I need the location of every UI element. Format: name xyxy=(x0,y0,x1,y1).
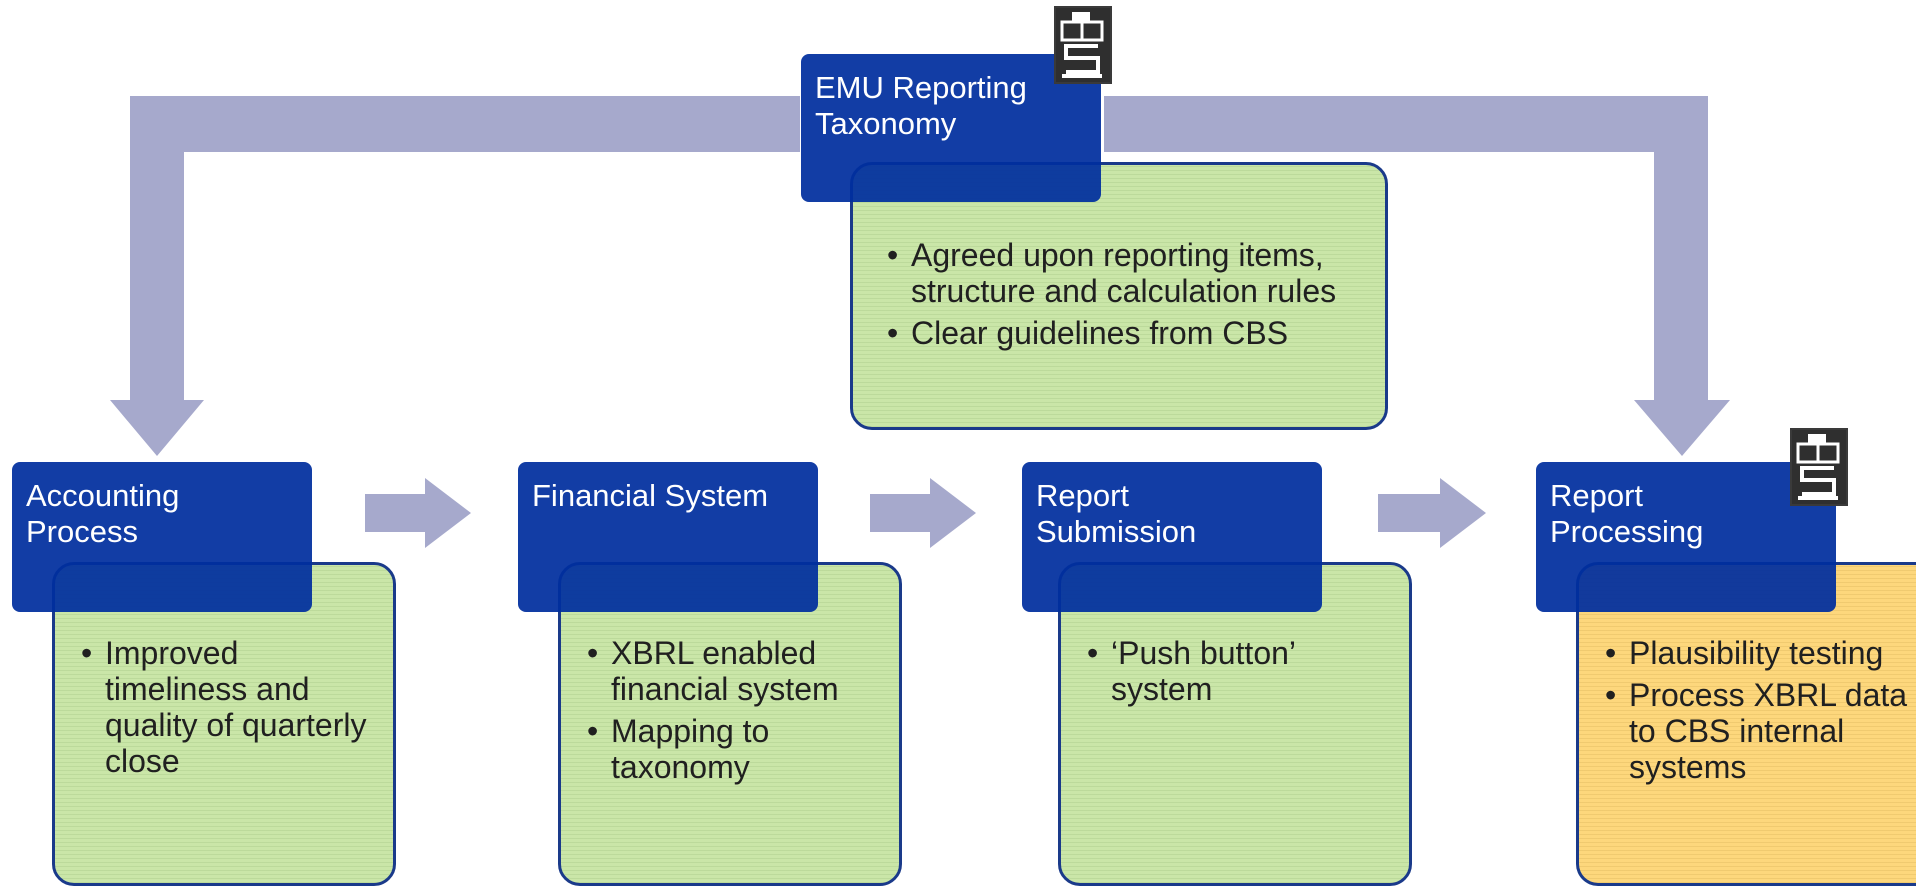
cbs-logo-icon xyxy=(1790,428,1848,506)
processing-title-line1: Report xyxy=(1550,478,1644,513)
financial-bullet: • Mapping to taxonomy xyxy=(587,713,770,785)
report-processing-details-box: • Plausibility testing • Process XBRL da… xyxy=(1576,562,1916,886)
accounting-title-line1: Accounting xyxy=(26,478,180,513)
taxonomy-bullet: • Clear guidelines from CBS xyxy=(887,315,1289,351)
accounting-process-details-box: • Improved timeliness and quality of qua… xyxy=(52,562,396,886)
accounting-process-header: Accounting Process xyxy=(12,462,312,612)
submission-bullet: • ‘Push button’ system xyxy=(1087,635,1295,707)
submission-title-line2: Submission xyxy=(1036,514,1197,549)
flow-arrow-2 xyxy=(870,478,976,548)
taxonomy-to-processing-arrow xyxy=(1104,96,1730,456)
taxonomy-to-accounting-arrow xyxy=(110,96,800,456)
taxonomy-header: EMU Reporting Taxonomy xyxy=(801,54,1101,202)
taxonomy-bullet: • Agreed upon reporting items, structure… xyxy=(887,237,1337,309)
submission-title-line1: Report xyxy=(1036,478,1130,513)
taxonomy-title-line2: Taxonomy xyxy=(815,106,957,141)
financial-system-header: Financial System xyxy=(518,462,818,612)
financial-system-details-box: • XBRL enabled financial system • Mappin… xyxy=(558,562,902,886)
report-submission-header: Report Submission xyxy=(1022,462,1322,612)
accounting-title-line2: Process xyxy=(26,514,138,549)
financial-bullet: • XBRL enabled financial system xyxy=(587,635,839,707)
processing-bullet: • Process XBRL data to CBS internal syst… xyxy=(1605,677,1908,785)
flow-arrow-1 xyxy=(365,478,471,548)
cbs-logo-icon xyxy=(1054,6,1112,84)
accounting-bullet: • Improved timeliness and quality of qua… xyxy=(81,635,367,779)
financial-title-line1: Financial System xyxy=(532,478,769,513)
report-submission-details-box: • ‘Push button’ system xyxy=(1058,562,1412,886)
flow-arrow-3 xyxy=(1378,478,1486,548)
processing-title-line2: Processing xyxy=(1550,514,1704,549)
taxonomy-details-box: • Agreed upon reporting items, structure… xyxy=(850,162,1388,430)
processing-bullet: • Plausibility testing xyxy=(1605,635,1884,671)
report-processing-header: Report Processing xyxy=(1536,462,1836,612)
taxonomy-title-line1: EMU Reporting xyxy=(815,70,1027,105)
